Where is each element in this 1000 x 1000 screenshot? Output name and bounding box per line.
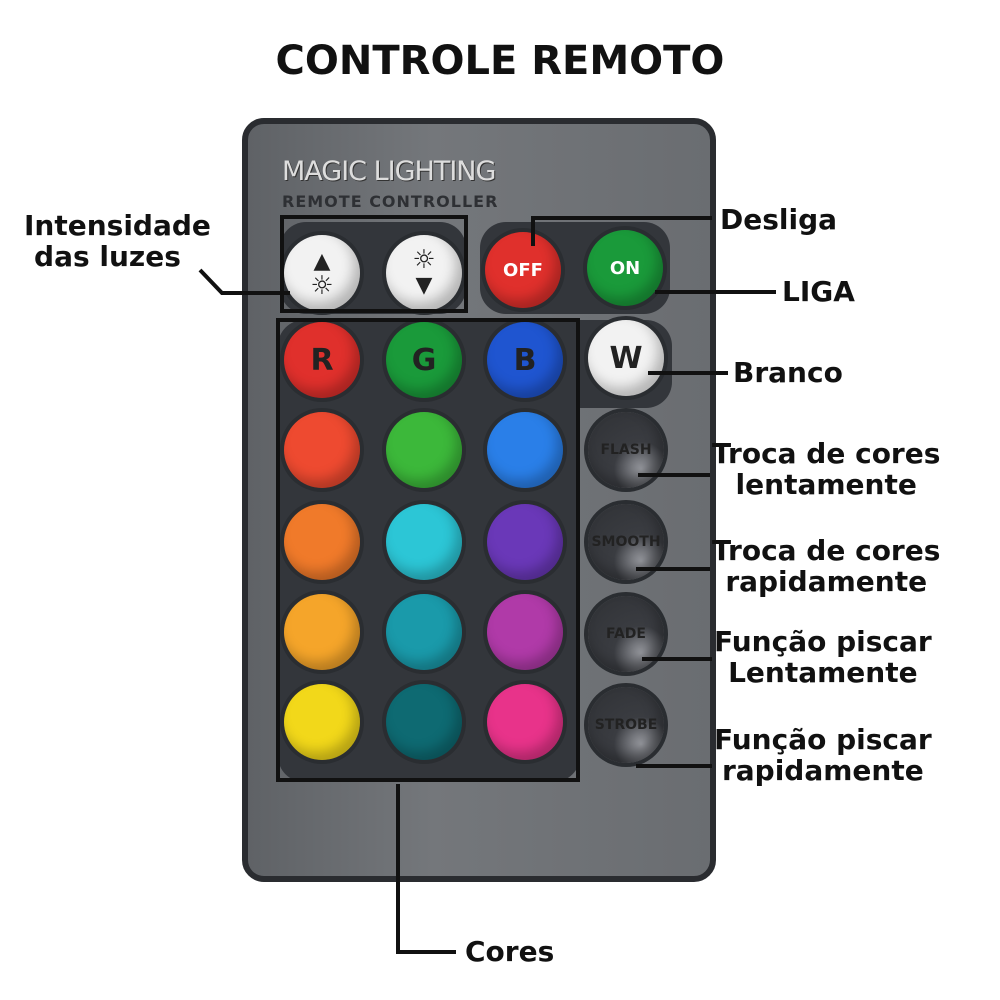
color-0-1-label: G [411, 342, 437, 378]
color-4-0-button[interactable] [284, 684, 360, 760]
on-button[interactable]: ON [587, 230, 663, 306]
brightness-up-button[interactable]: ▲☼ [284, 235, 360, 311]
color-1-2-button[interactable] [487, 412, 563, 488]
flash-label: FLASH [600, 442, 652, 458]
color-0-0-label: R [310, 342, 334, 378]
color-1-1-button[interactable] [386, 412, 462, 488]
strobe-label: STROBE [594, 717, 658, 733]
sun-arrow-up-icon: ▲☼ [310, 249, 334, 301]
color-3-2-button[interactable] [487, 594, 563, 670]
white-button[interactable]: W [588, 320, 664, 396]
label-line: Função piscar [714, 625, 932, 658]
color-0-1-button[interactable]: G [386, 322, 462, 398]
label-fade: Função piscar Lentamente [714, 626, 932, 688]
label-line: lentamente [735, 468, 917, 501]
label-branco: Branco [733, 356, 843, 389]
smooth-label: SMOOTH [591, 534, 661, 550]
label-line: rapidamente [725, 565, 928, 598]
label-desliga: Desliga [720, 203, 838, 236]
color-2-2-button[interactable] [487, 504, 563, 580]
strobe-button[interactable]: STROBE [588, 687, 664, 763]
label-line: Troca de cores [712, 534, 941, 567]
label-cores: Cores [465, 935, 555, 968]
off-label: OFF [503, 259, 543, 281]
label-intensidade: Intensidade das luzes [24, 210, 211, 272]
sun-arrow-down-icon: ☼▼ [412, 245, 436, 298]
fade-label: FADE [606, 626, 646, 642]
color-0-0-button[interactable]: R [284, 322, 360, 398]
leader-desliga [531, 216, 712, 246]
brightness-down-button[interactable]: ☼▼ [386, 235, 462, 311]
off-button[interactable]: OFF [485, 232, 561, 308]
color-3-0-button[interactable] [284, 594, 360, 670]
colors-highlight-box [276, 318, 580, 782]
color-2-0-button[interactable] [284, 504, 360, 580]
fade-button[interactable]: FADE [588, 596, 664, 672]
label-line: Troca de cores [712, 437, 941, 470]
label-line: rapidamente [721, 754, 924, 787]
label-line: Lentamente [728, 656, 918, 689]
color-0-2-button[interactable]: B [487, 322, 563, 398]
page-title: CONTROLE REMOTO [275, 38, 725, 84]
white-label: W [609, 340, 643, 376]
label-flash: Troca de cores lentamente [712, 438, 940, 500]
label-strobe: Função piscar rapidamente [714, 724, 932, 786]
label-line: das luzes [34, 240, 181, 273]
brightness-highlight-box [280, 215, 468, 313]
color-4-1-button[interactable] [386, 684, 462, 760]
label-liga: LIGA [782, 275, 855, 308]
label-line: Função piscar [714, 723, 932, 756]
color-4-2-button[interactable] [487, 684, 563, 760]
on-label: ON [609, 257, 641, 279]
brand-subtitle: REMOTE CONTROLLER [282, 192, 499, 211]
color-0-2-label: B [513, 342, 537, 378]
leader-intensidade [198, 268, 290, 295]
color-3-1-button[interactable] [386, 594, 462, 670]
color-1-0-button[interactable] [284, 412, 360, 488]
leader-cores [396, 784, 456, 954]
label-smooth: Troca de cores rapidamente [712, 535, 940, 597]
brand-name: MAGIC LIGHTING [282, 156, 496, 187]
label-line: Intensidade [24, 209, 211, 242]
color-2-1-button[interactable] [386, 504, 462, 580]
